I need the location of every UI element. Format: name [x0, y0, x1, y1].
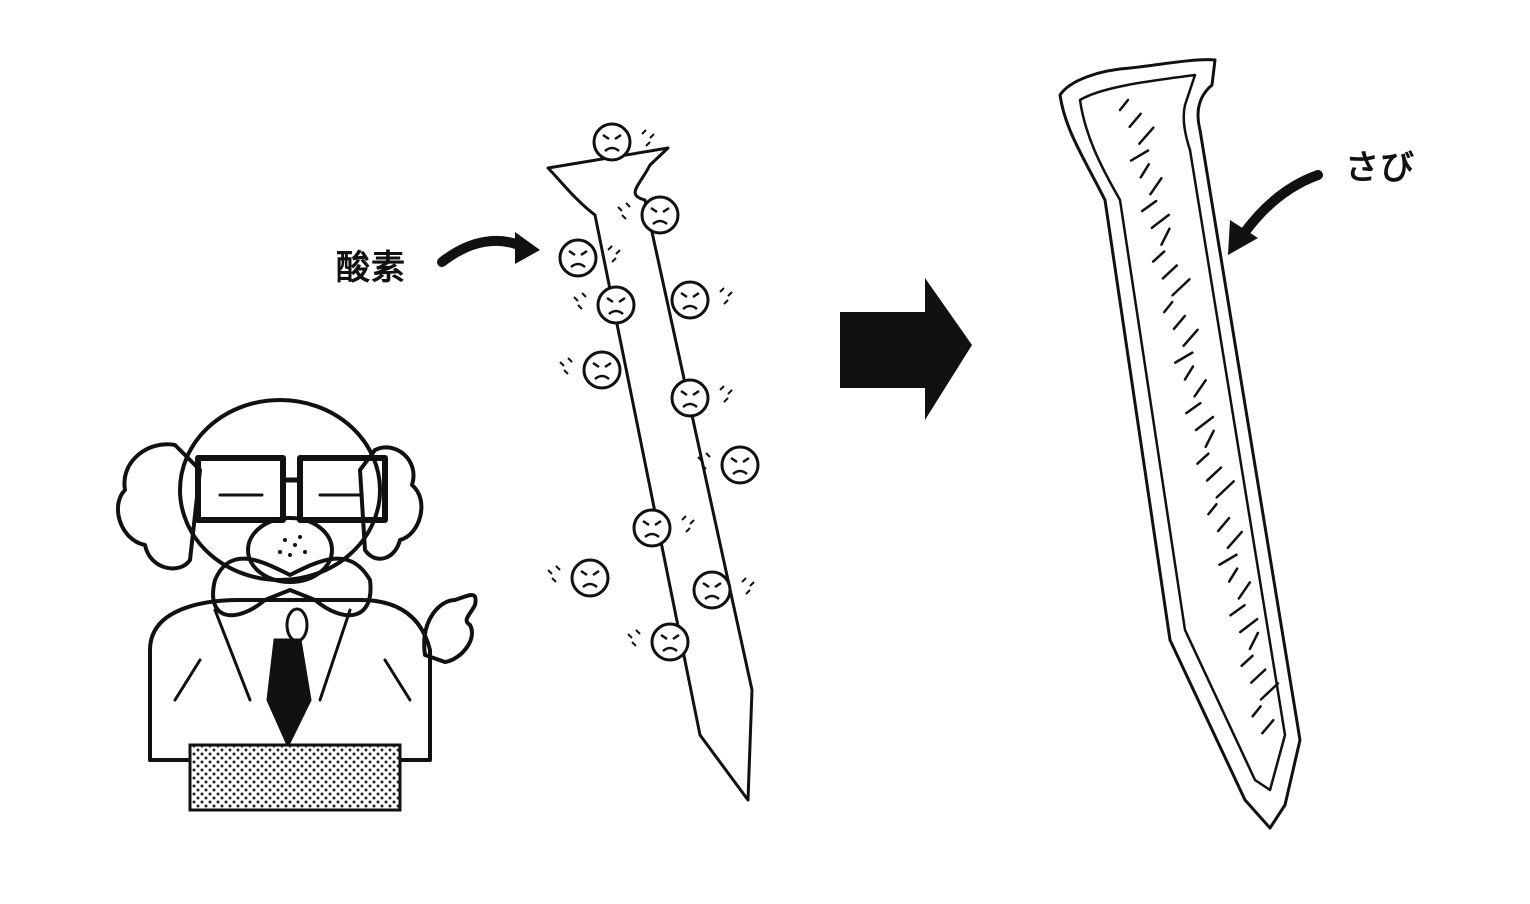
rust-hatch-mark	[1161, 264, 1179, 280]
rust-hatch-mark	[1238, 617, 1259, 634]
rust-hatch-mark	[1129, 149, 1150, 162]
oxygen-molecule-icon	[558, 238, 621, 278]
oxygen-molecule-icon	[632, 508, 695, 548]
rust-hatch-mark	[1182, 328, 1199, 348]
rust-hatch-mark	[1226, 530, 1244, 550]
rust-hatch-mark	[1248, 631, 1260, 651]
rust-hatch-mark	[1259, 682, 1280, 701]
oxygen-molecule-icon	[573, 285, 636, 325]
rust-hatch-mark	[1204, 429, 1215, 449]
oxygen-molecule-icon	[627, 622, 690, 662]
oxygen-molecule-icon	[617, 195, 680, 235]
rust-hatch-mark	[1138, 126, 1155, 145]
oxygen-pointer-arrow	[437, 235, 530, 267]
oxygen-molecule-icon	[547, 558, 610, 598]
tie	[266, 638, 312, 749]
transition-arrow-icon	[840, 278, 972, 420]
oxygen-molecule-icon	[697, 445, 760, 485]
rust-hatch-mark	[1172, 314, 1187, 331]
scientist-figure	[115, 398, 478, 812]
rust-hatch-mark	[1149, 176, 1163, 196]
oxygen-pointer-arrowhead	[515, 232, 540, 264]
rust-hatch-mark	[1240, 654, 1254, 668]
rust-hatch-mark	[1183, 365, 1195, 381]
rust-hatch-mark	[1227, 567, 1239, 583]
rust-hatch-mark	[1250, 668, 1267, 684]
oxygen-molecule-icon	[559, 350, 622, 390]
rust-hatch-mark	[1174, 351, 1194, 364]
rust-hatch-mark	[1140, 199, 1158, 213]
rust-hatch-mark	[1151, 250, 1166, 263]
rust-hatch-mark	[1207, 502, 1218, 516]
trousers	[188, 743, 402, 812]
rust-hatch-mark	[1251, 705, 1262, 718]
oxygen-molecule-icon	[692, 570, 755, 610]
rust-hatch-mark	[1162, 300, 1174, 314]
rust-hatch-mark	[1196, 452, 1210, 465]
rust-hatch-mark	[1139, 163, 1150, 179]
rust-hatch-mark	[1229, 604, 1246, 617]
rust-hatch-mark	[1193, 379, 1207, 398]
rust-pointer-arrow	[1240, 170, 1323, 237]
rust-hatch-mark	[1150, 213, 1171, 230]
oxygen-molecule-icon	[670, 280, 733, 320]
rust-hatch-mark	[1216, 516, 1231, 533]
rust-hatch-mark	[1261, 718, 1275, 735]
rust-hatch-mark	[1194, 415, 1215, 432]
nail-after	[1058, 58, 1302, 830]
rust-hatch-mark	[1160, 227, 1171, 246]
oxygen-label: 酸素	[336, 248, 406, 288]
oxygen-molecule-icon	[670, 378, 733, 418]
rust-hatch-mark	[1215, 480, 1235, 499]
rust-pointer-arrowhead	[1228, 220, 1258, 255]
oxygen-molecule-icon	[592, 122, 655, 162]
rust-hatch-mark	[1118, 98, 1130, 112]
rust-hatch-mark	[1128, 112, 1142, 129]
rust-hatch-mark	[1205, 466, 1223, 482]
rust-hatch-mark	[1171, 278, 1191, 297]
rust-hatch-mark	[1185, 401, 1202, 415]
oxygen-molecules	[547, 122, 760, 662]
nail-before	[546, 146, 754, 802]
rust-hatch-mark	[1218, 553, 1238, 566]
rust-label: さび	[1345, 148, 1415, 188]
rust-hatch-mark	[1237, 581, 1252, 600]
